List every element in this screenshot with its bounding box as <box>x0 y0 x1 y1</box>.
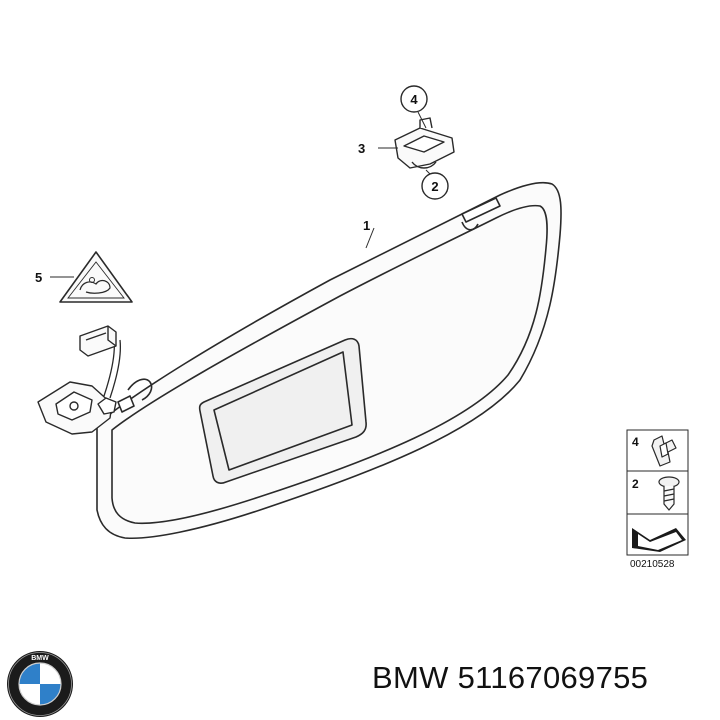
airbag-warning-triangle-icon <box>59 251 133 303</box>
diagram-reference-number: 00210528 <box>630 559 675 570</box>
logo-lettering: BMW <box>31 655 49 662</box>
legend-item-2-label: 2 <box>632 477 639 491</box>
visor-hinge-part <box>37 381 117 435</box>
sun-visor-part <box>96 181 562 540</box>
callout-part-5: 5 <box>35 270 42 285</box>
parts-legend: 4 2 00210528 <box>626 429 689 570</box>
svg-text:2: 2 <box>431 179 438 194</box>
legend-item-4-label: 4 <box>632 435 639 449</box>
svg-text:4: 4 <box>410 92 418 107</box>
callout-part-3: 3 <box>358 141 365 156</box>
screw-icon <box>658 476 680 511</box>
part-number-label: BMW 51167069755 <box>372 660 649 695</box>
callout-leaders <box>50 111 433 278</box>
visor-clip-part <box>394 117 455 169</box>
cable-connector <box>79 325 117 357</box>
callout-part-4: 4 <box>400 85 428 113</box>
parts-diagram: 1 3 5 4 2 4 2 00210528 <box>35 85 689 570</box>
direction-arrow-icon <box>632 528 686 552</box>
callout-part-1: 1 <box>363 218 370 233</box>
callout-part-2: 2 <box>421 172 449 200</box>
clip-nut-icon <box>651 435 677 467</box>
bmw-roundel-icon: BMW <box>7 651 73 717</box>
